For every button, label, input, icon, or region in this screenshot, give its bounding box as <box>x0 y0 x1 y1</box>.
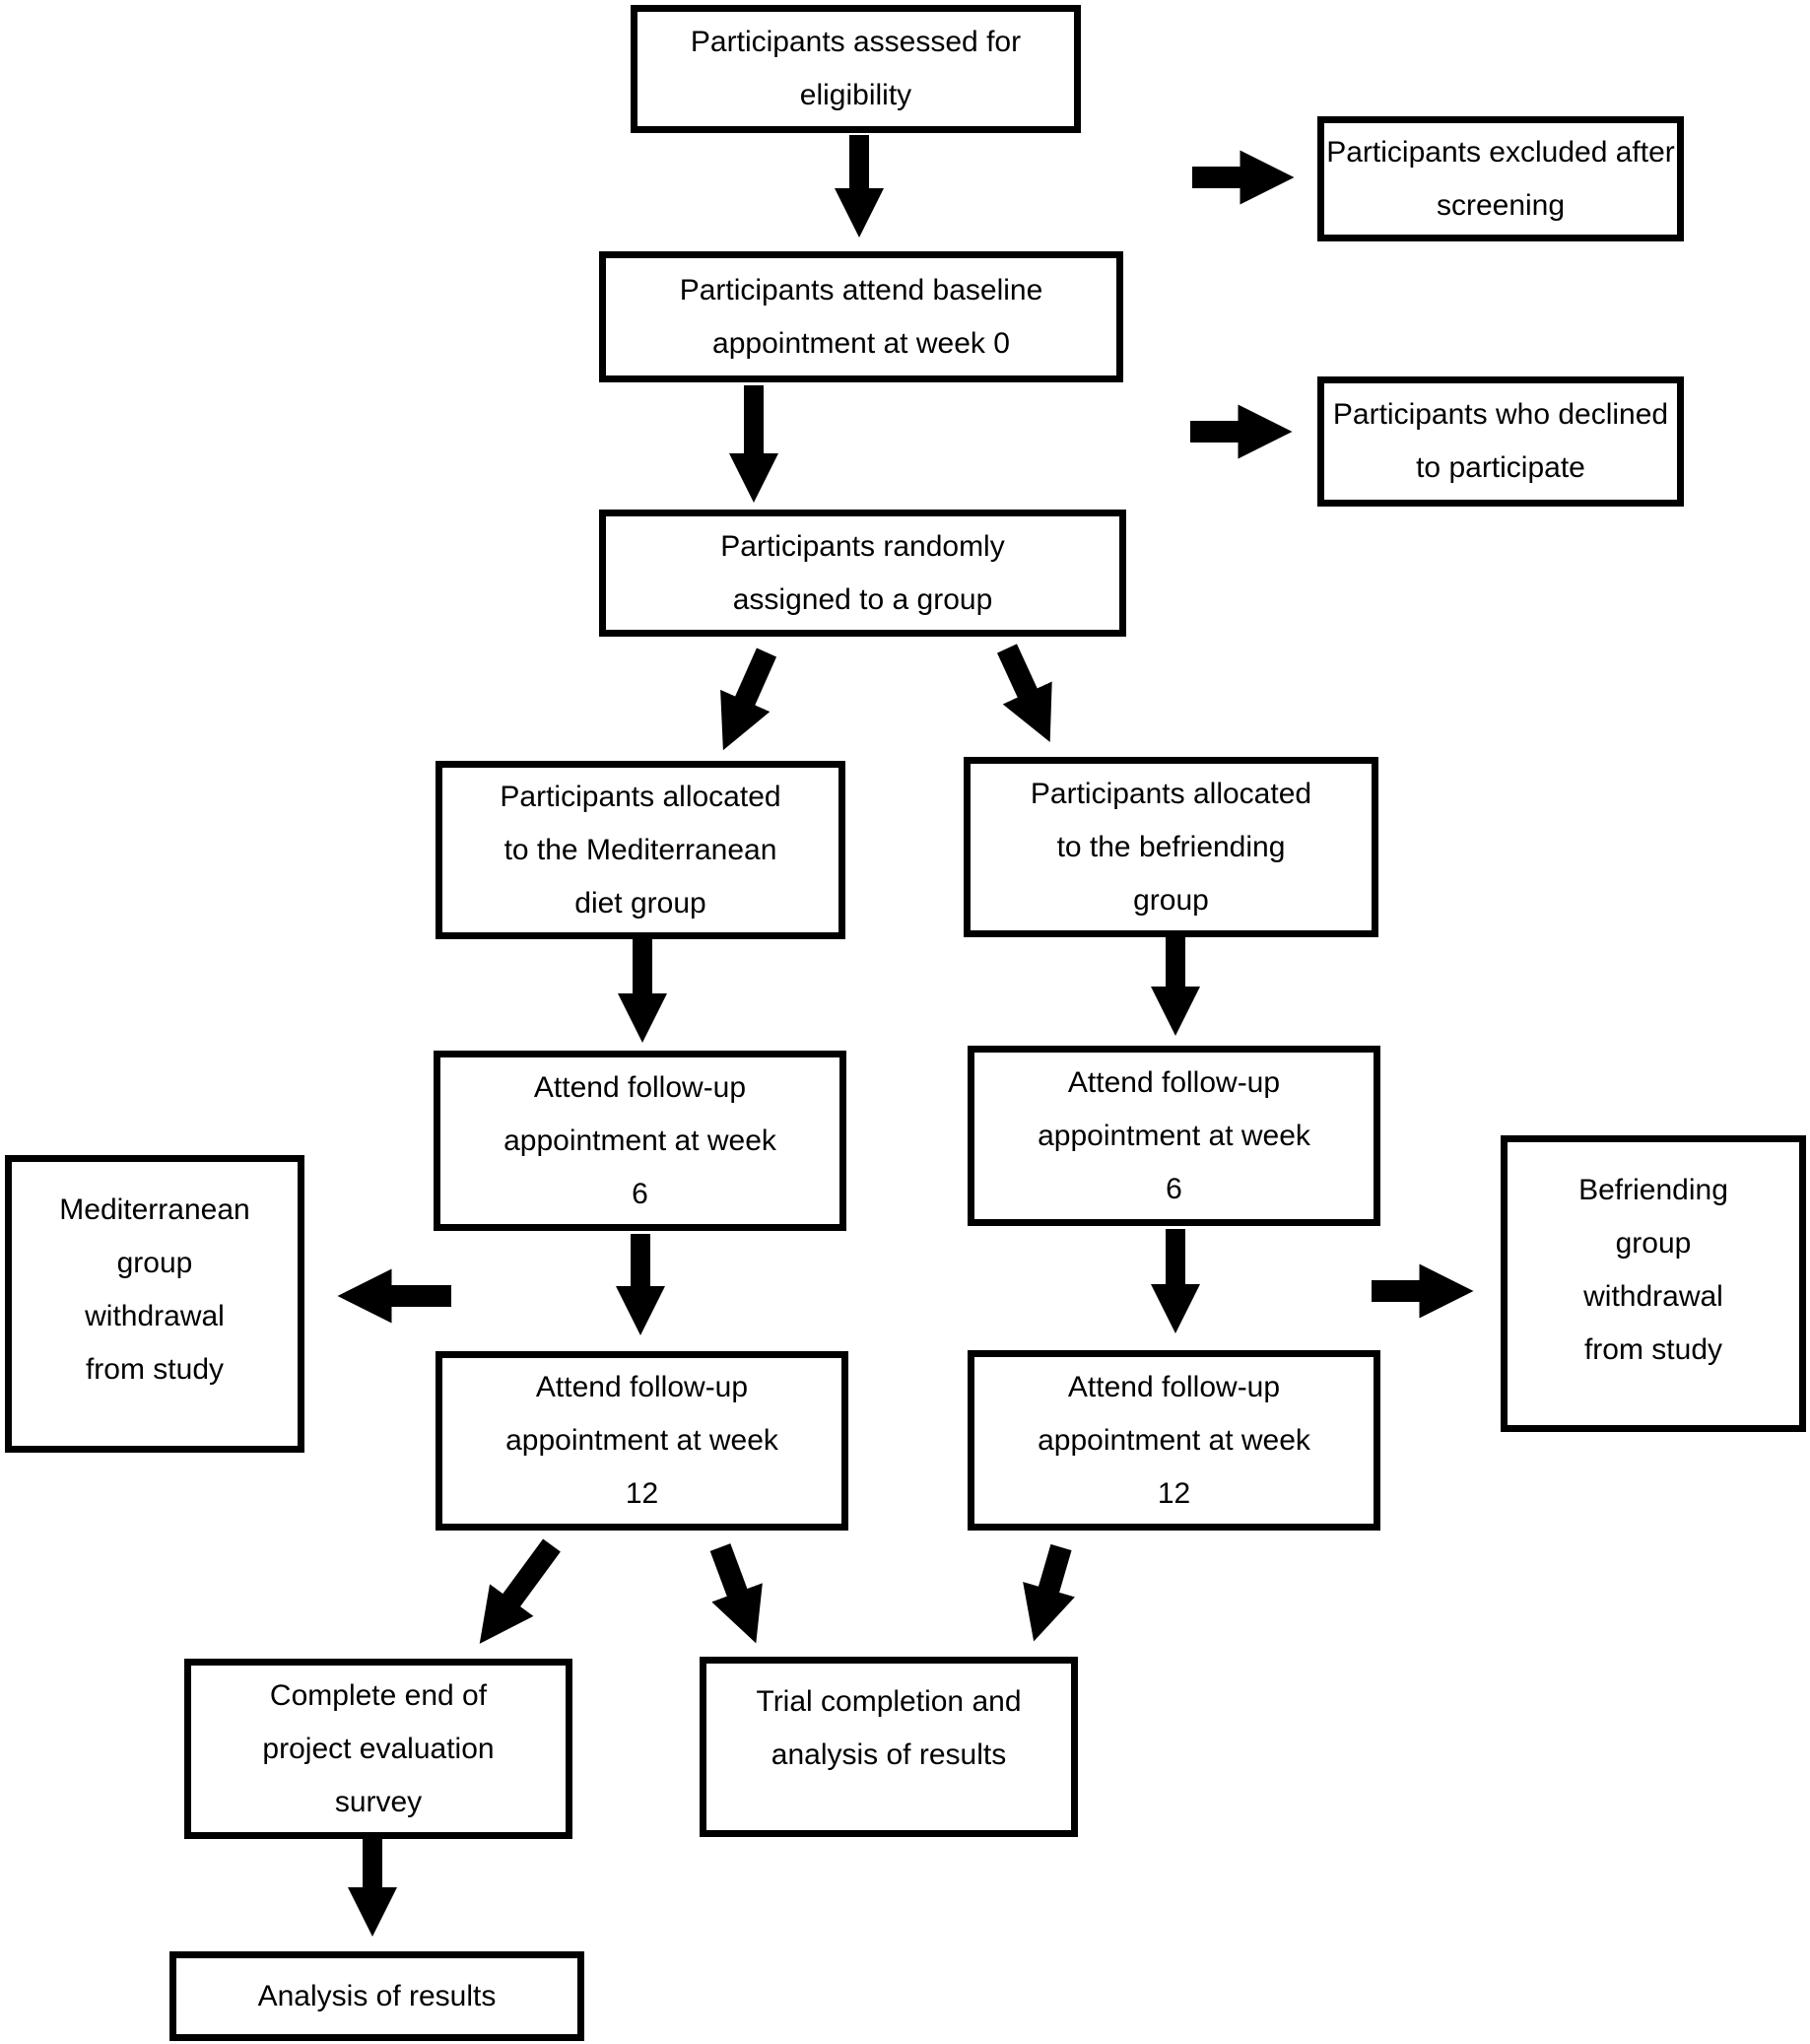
node-baseline-label: Participants attend baseline appointment… <box>679 273 1043 360</box>
node-mediterranean-week6-followup: Attend follow-up appointment at week 6 <box>434 1051 846 1231</box>
node-baseline-appointment: Participants attend baseline appointment… <box>599 251 1123 382</box>
node-mediterranean-diet-allocation: Participants allocated to the Mediterran… <box>436 761 845 939</box>
arrow-randomized-to-bef-alloc <box>997 644 1052 742</box>
node-assessed-label: Participants assessed for eligibility <box>690 26 1022 111</box>
node-assessed-for-eligibility: Participants assessed for eligibility <box>631 5 1081 133</box>
node-befriending-week6-followup: Attend follow-up appointment at week 6 <box>968 1046 1380 1226</box>
node-survey-label: Complete end of project evaluation surve… <box>262 1678 495 1818</box>
node-declined-label: Participants who declined to participate <box>1332 398 1669 484</box>
node-med-withdrawal-label: Mediterranean group withdrawal from stud… <box>59 1193 250 1386</box>
arrow-med-week12-to-survey <box>479 1538 561 1644</box>
node-evaluation-survey: Complete end of project evaluation surve… <box>184 1659 572 1839</box>
node-analysis-label: Analysis of results <box>257 1979 497 2012</box>
node-bef-alloc-label: Participants allocated to the befriendin… <box>1030 777 1312 917</box>
arrow-bef-week12-to-trial <box>1023 1543 1075 1642</box>
node-excluded-after-screening: Participants excluded after screening <box>1317 116 1684 241</box>
node-bef-withdrawal-label: Befriending group withdrawal from study <box>1578 1174 1728 1366</box>
node-randomized-label: Participants randomly assigned to a grou… <box>720 529 1005 616</box>
node-bef-week6-label: Attend follow-up appointment at week 6 <box>1038 1065 1310 1205</box>
node-analysis-of-results: Analysis of results <box>169 1951 584 2041</box>
node-befriending-week12-followup: Attend follow-up appointment at week 12 <box>968 1350 1380 1531</box>
arrow-randomized-to-med-alloc <box>720 647 777 751</box>
node-bef-week12-label: Attend follow-up appointment at week 12 <box>1038 1370 1310 1510</box>
node-declined-to-participate: Participants who declined to participate <box>1317 376 1684 507</box>
node-trial-completion: Trial completion and analysis of results <box>700 1657 1078 1837</box>
node-med-alloc-label: Participants allocated to the Mediterran… <box>500 780 781 920</box>
node-randomly-assigned: Participants randomly assigned to a grou… <box>599 510 1126 637</box>
node-befriending-withdrawal: Befriending group withdrawal from study <box>1501 1135 1806 1432</box>
node-trial-label: Trial completion and analysis of results <box>756 1685 1022 1771</box>
node-mediterranean-withdrawal: Mediterranean group withdrawal from stud… <box>5 1155 304 1453</box>
node-med-week12-label: Attend follow-up appointment at week 12 <box>505 1371 778 1510</box>
node-befriending-allocation: Participants allocated to the befriendin… <box>964 757 1378 937</box>
node-excluded-label: Participants excluded after screening <box>1326 135 1675 222</box>
node-med-week6-label: Attend follow-up appointment at week 6 <box>503 1070 776 1210</box>
node-mediterranean-week12-followup: Attend follow-up appointment at week 12 <box>436 1351 848 1531</box>
arrow-med-week12-to-trial <box>709 1543 763 1644</box>
